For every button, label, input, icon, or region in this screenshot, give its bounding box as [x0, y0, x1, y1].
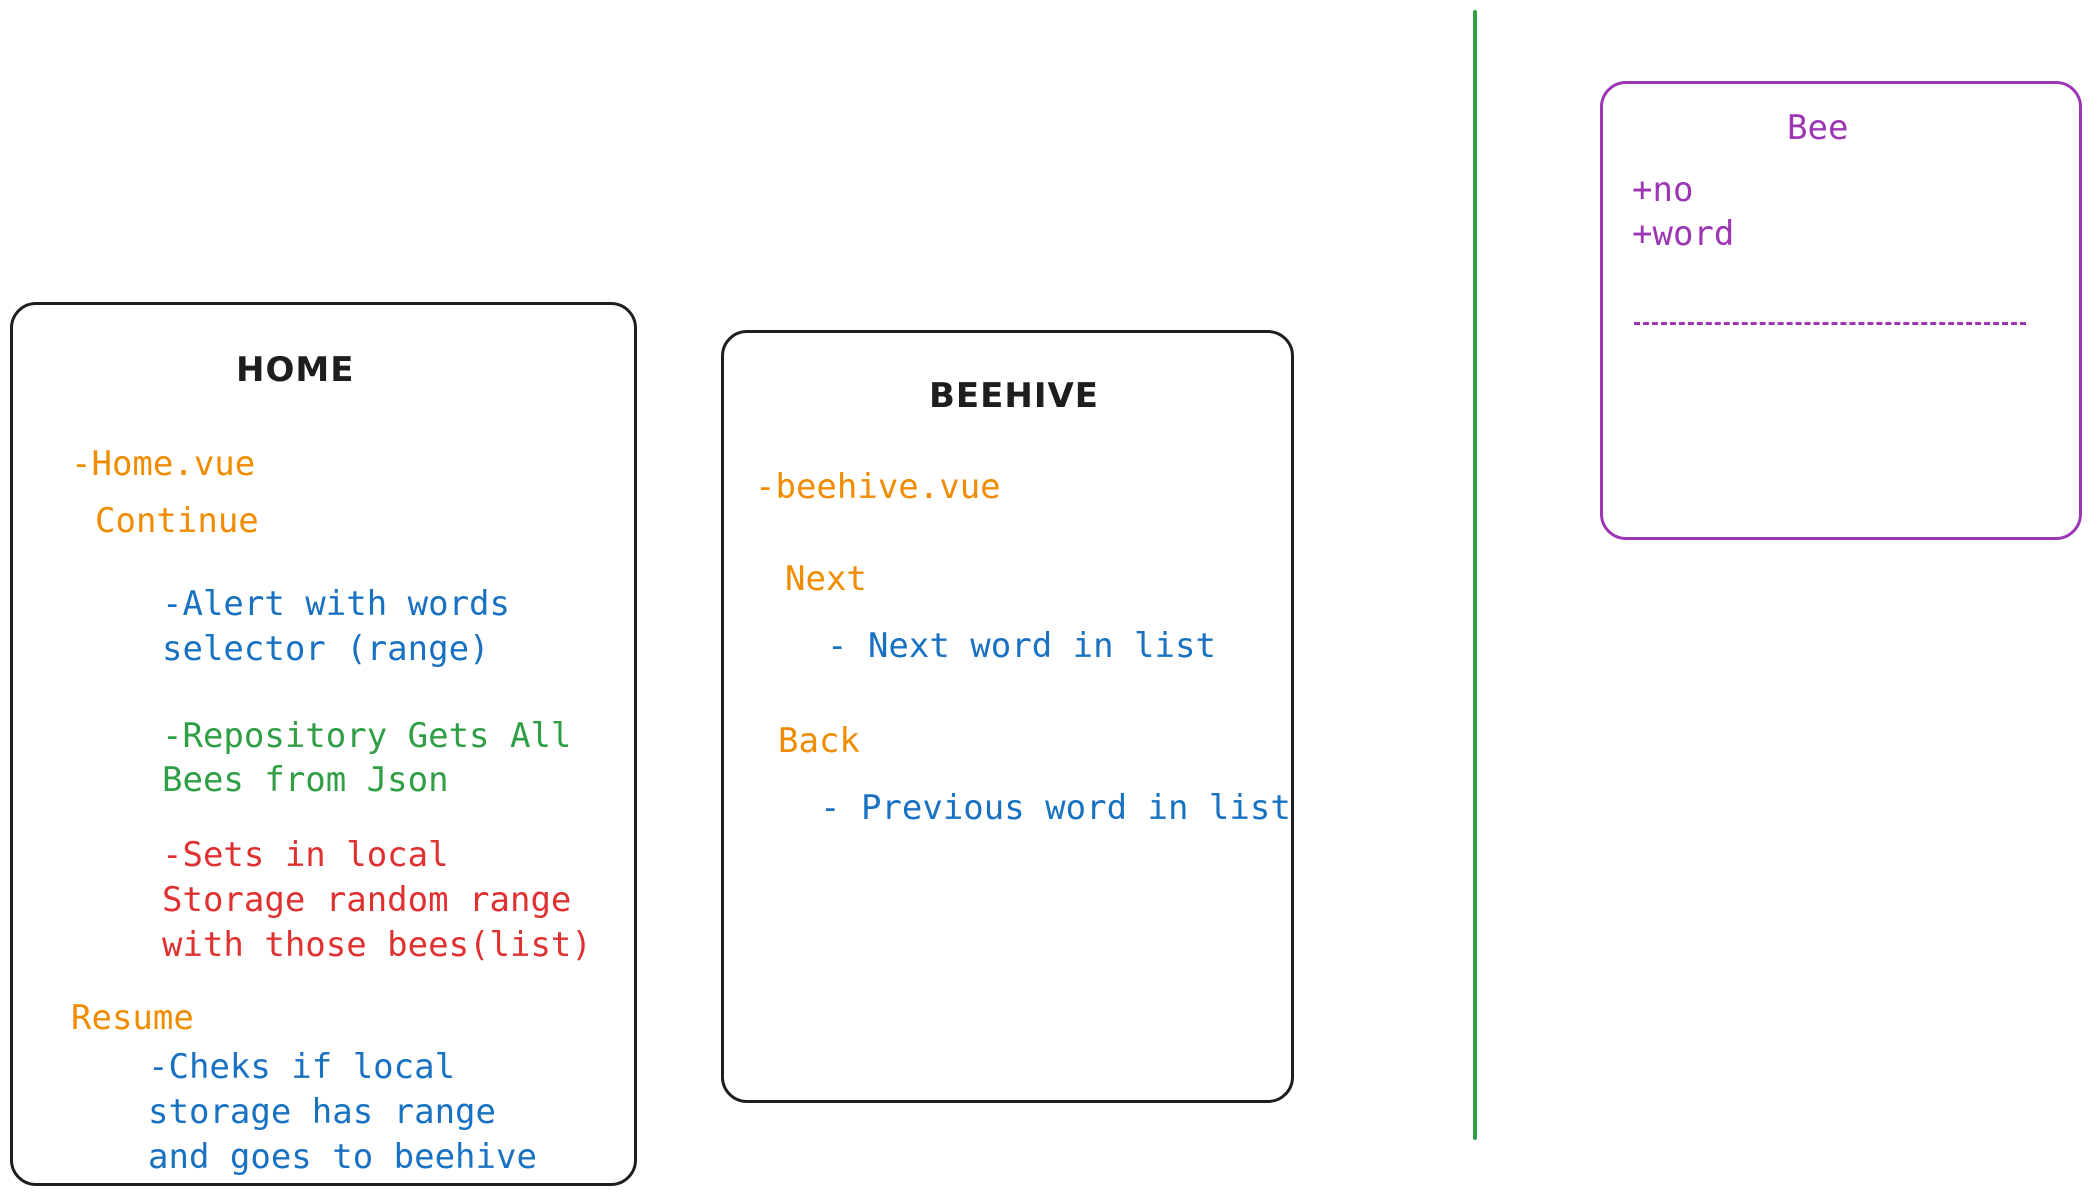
beehive-card [721, 330, 1294, 1103]
beehive-next-desc: - Next word in list [827, 626, 1216, 666]
bee-field-no: +no [1632, 170, 1694, 210]
beehive-title: BEEHIVE [929, 376, 1100, 416]
beehive-next-label: Next [785, 559, 867, 599]
home-alert-line2: selector (range) [162, 629, 490, 669]
beehive-back-label: Back [778, 721, 860, 761]
home-checks-line1: -Cheks if local [148, 1047, 456, 1087]
home-sets-line3: with those bees(list) [162, 925, 592, 965]
bee-class-title: Bee [1787, 108, 1849, 148]
home-checks-line3: and goes to beehive [148, 1137, 537, 1177]
bee-class-card [1600, 81, 2082, 540]
home-sets-line2: Storage random range [162, 880, 572, 920]
bee-class-separator [1634, 322, 2026, 325]
home-sets-line1: -Sets in local [162, 835, 449, 875]
beehive-file-label: -beehive.vue [755, 467, 1001, 507]
beehive-back-desc: - Previous word in list [820, 788, 1291, 828]
home-checks-line2: storage has range [148, 1092, 496, 1132]
home-repo-line2: Bees from Json [162, 760, 449, 800]
vertical-divider-line [1473, 10, 1477, 1140]
home-title: HOME [236, 350, 355, 390]
home-card [10, 302, 637, 1186]
home-repo-line1: -Repository Gets All [162, 716, 572, 756]
home-resume-label: Resume [71, 998, 194, 1038]
home-continue-label: Continue [95, 501, 259, 541]
home-alert-line1: -Alert with words [162, 584, 510, 624]
bee-field-word: +word [1632, 214, 1735, 254]
home-file-label: -Home.vue [71, 444, 256, 484]
